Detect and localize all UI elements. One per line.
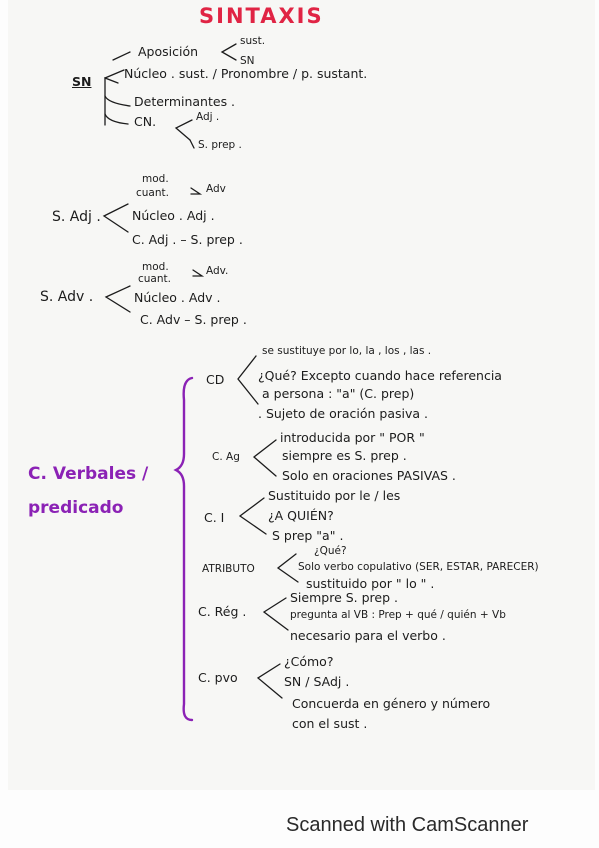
creg-line3: necesario para el verbo .: [290, 628, 446, 643]
cpvo-line2: SN / SAdj .: [284, 674, 350, 689]
atributo-line1: ¿Qué?: [314, 545, 347, 557]
sn-cn-sprep: S. prep .: [198, 139, 242, 151]
cpvo-bracket: [256, 663, 283, 699]
sadv-nucleo: Núcleo . Adv .: [134, 290, 221, 305]
ci-bracket: [238, 497, 267, 535]
cag-bracket: [252, 439, 277, 477]
cd-line4: . Sujeto de oración pasiva .: [258, 406, 429, 421]
sadv-label: S. Adv .: [40, 289, 94, 305]
sadj-nucleo: Núcleo . Adj .: [132, 208, 215, 223]
cd-line1: se sustituye por lo, la , los , las .: [262, 345, 432, 357]
sadj-bracket: [102, 203, 129, 233]
sn-cn: CN.: [134, 114, 157, 129]
cn-bracket: [174, 119, 193, 141]
sn-determinantes-connector: [104, 95, 131, 107]
sadv-adv-arrow: [192, 269, 205, 277]
cpvo-line1: ¿Cómo?: [284, 654, 334, 669]
sn-aposicion-sn: SN: [240, 55, 255, 67]
sadv-mod: mod.: [142, 261, 169, 273]
cd-bracket: [237, 355, 259, 405]
cd-line2: ¿Qué? Excepto cuando hace referencia: [258, 368, 502, 383]
sn-nucleo: Núcleo . sust. / Pronombre / p. sustant.: [124, 66, 368, 81]
ci-line3: S prep "a" .: [272, 528, 344, 543]
atributo-label: ATRIBUTO: [202, 563, 255, 575]
creg-label: C. Rég .: [198, 604, 247, 619]
ci-line1: Sustituido por le / les: [268, 488, 401, 503]
sadj-label: S. Adj .: [52, 209, 101, 225]
sadv-cuant: cuant.: [138, 273, 171, 285]
cag-line3: Solo en oraciones PASIVAS .: [282, 468, 456, 483]
ci-label: C. I: [204, 510, 225, 525]
sn-aposicion: Aposición: [138, 44, 199, 59]
cpvo-line3: Concuerda en género y número: [292, 696, 491, 711]
creg-bracket: [262, 597, 289, 631]
sadj-cuant: cuant.: [136, 187, 169, 199]
verbales-label-line2: predicado: [28, 498, 124, 518]
cn-sprep-connector: [189, 139, 195, 149]
aposicion-bracket: [220, 43, 237, 61]
sn-nucleo-connector: [104, 69, 125, 79]
cpvo-line4: con el sust .: [292, 716, 368, 731]
cag-line1: introducida por " POR ": [280, 430, 425, 445]
camscanner-footer: Scanned with CamScanner: [286, 814, 529, 836]
cag-line2: siempre es S. prep .: [282, 448, 407, 463]
page-title: SINTAXIS: [199, 4, 324, 28]
sn-cn-connector: [104, 113, 129, 125]
sn-determinantes: Determinantes .: [134, 94, 236, 109]
cpvo-label: C. pvo: [198, 670, 238, 685]
atributo-line2: Solo verbo copulativo (SER, ESTAR, PAREC…: [298, 561, 539, 573]
cd-line3: a persona : "a" (C. prep): [262, 386, 415, 401]
creg-line1: Siempre S. prep .: [290, 590, 398, 605]
sadv-bracket: [104, 285, 131, 313]
atributo-line3: sustituido por " lo " .: [306, 576, 435, 591]
sadj-adv: Adv: [206, 183, 226, 195]
cd-label: CD: [206, 372, 225, 387]
notebook-paper: [8, 0, 595, 790]
sn-aposicion-connector: [112, 51, 131, 61]
ci-line2: ¿A QUIÉN?: [268, 508, 334, 523]
sn-aposicion-sust: sust.: [240, 35, 266, 47]
sadv-cadv: C. Adv – S. prep .: [140, 312, 247, 327]
creg-line2: pregunta al VB : Prep + qué / quién + Vb: [290, 609, 506, 621]
cag-label: C. Ag: [212, 451, 240, 463]
sadv-adv: Adv.: [206, 265, 229, 277]
verbales-brace: [173, 376, 194, 722]
sn-label: SN: [72, 74, 92, 89]
sn-cn-adj: Adj .: [196, 111, 220, 123]
sadj-cadj: C. Adj . – S. prep .: [132, 232, 243, 247]
sadj-adv-arrow: [190, 187, 203, 195]
sadj-mod: mod.: [142, 173, 169, 185]
verbales-label-line1: C. Verbales /: [28, 464, 149, 484]
atributo-bracket: [276, 553, 299, 583]
